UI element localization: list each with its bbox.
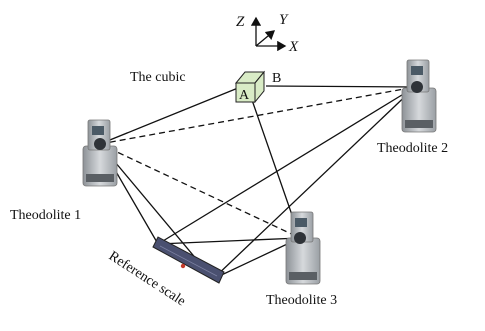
reference-scale-marker (180, 263, 186, 269)
sight-line-t1-cube (99, 87, 239, 145)
theodolite-2 (401, 59, 437, 133)
reference-scale: Reference scale (106, 236, 225, 309)
cube-face-b (254, 70, 265, 104)
y-axis-arrow (255, 30, 275, 47)
theodolite-3-telescope (294, 232, 306, 244)
cube-label: The cubic (130, 70, 186, 85)
theodolite-2-base (405, 120, 433, 128)
sight-lines (99, 85, 416, 280)
sight-line-scale-a-t2 (157, 86, 416, 245)
sight-line-scale-b-t2 (212, 86, 416, 280)
theodolite-3-label: Theodolite 3 (266, 293, 337, 308)
theodolite-2-display (411, 66, 423, 75)
theodolite-1-base (86, 174, 114, 182)
theodolite-2-label: Theodolite 2 (377, 141, 448, 156)
reference-scale-bar (152, 236, 225, 284)
theodolite-3-base (289, 272, 317, 280)
theodolite-3 (285, 211, 321, 285)
x-axis-label: X (288, 39, 299, 55)
sight-line-scale-b-t3 (212, 237, 301, 280)
coordinate-axes: Z Y X (236, 12, 299, 55)
y-axis-label: Y (279, 12, 289, 28)
theodolite-1-label: Theodolite 1 (10, 208, 81, 223)
dashed-line-t1-t3 (99, 143, 301, 239)
theodolite-1 (82, 119, 118, 187)
theodolite-3-display (295, 218, 307, 227)
z-axis-label: Z (236, 14, 245, 30)
theodolite-1-telescope (94, 138, 106, 150)
theodolite-2-telescope (411, 81, 423, 93)
sight-line-cube-t2 (265, 85, 416, 88)
theodolite-1-display (92, 126, 104, 135)
reference-scale-edge (159, 245, 218, 277)
cube-face-b-label: B (272, 71, 281, 86)
dashed-line-t1-t2 (99, 86, 416, 145)
sight-line-scale-a-t3 (157, 237, 301, 245)
cube-face-a-label: A (239, 88, 250, 103)
cube: A B The cubic (130, 70, 281, 104)
